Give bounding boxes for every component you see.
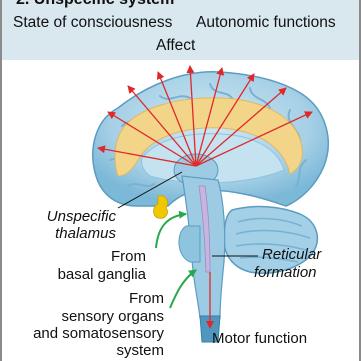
motor-function-label: Motor function (212, 330, 307, 348)
reticular-label: Reticular (262, 246, 321, 264)
somatosensory-label: and somatosensory (10, 325, 164, 343)
pons-bulge (179, 226, 200, 262)
thalamus-label: thalamus (18, 225, 116, 243)
from-label-2: From (60, 290, 164, 308)
sensory-organs-label: sensory organs (20, 308, 164, 326)
unspecific-label: Unspecific (18, 208, 116, 226)
system-label: system (60, 342, 164, 360)
from-label-1: From (60, 248, 146, 266)
formation-label: formation (254, 264, 317, 282)
green-arrow-sensory (170, 270, 196, 308)
basal-ganglia-label: basal ganglia (20, 266, 146, 284)
